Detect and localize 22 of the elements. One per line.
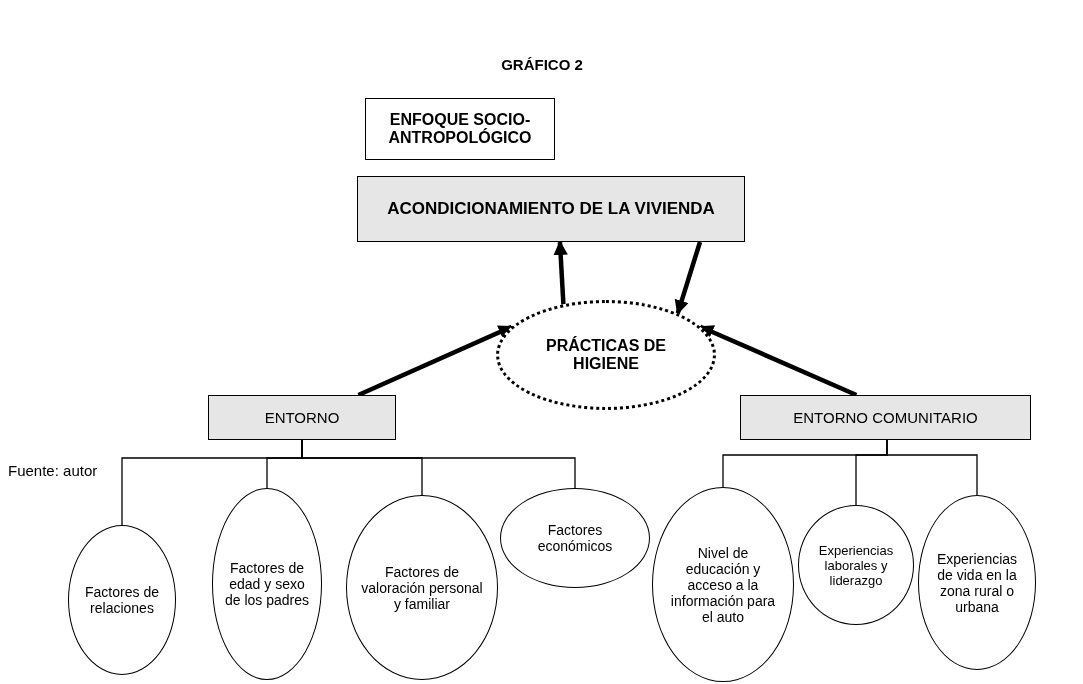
node-label: Factores de edad y sexo de los padres bbox=[223, 560, 311, 608]
node-label: Experiencias laborales y liderazgo bbox=[817, 542, 895, 588]
node-label: ENTORNO bbox=[264, 409, 340, 426]
node-label: ENTORNO COMUNITARIO bbox=[793, 409, 978, 426]
node-label: PRÁCTICAS DE HIGIENE bbox=[545, 337, 667, 373]
process-box bbox=[365, 98, 555, 160]
process-box bbox=[357, 176, 745, 242]
process-box bbox=[740, 395, 1031, 440]
connector-line bbox=[301, 439, 576, 489]
diagram-title: GRÁFICO 2 bbox=[500, 56, 584, 73]
process-box bbox=[208, 395, 396, 440]
node-label: Factores de relaciones bbox=[84, 584, 160, 616]
source-note: Fuente: autor bbox=[8, 462, 98, 479]
connector-line bbox=[886, 439, 978, 496]
node-label: Factores económicos bbox=[536, 522, 614, 554]
node-label: Nivel de educación y acceso a la información para el auto bbox=[669, 544, 777, 625]
node-label: Experiencias de vida en la zona rural o urbana bbox=[935, 550, 1019, 615]
node-label: Factores de valoración personal y familiar bbox=[361, 563, 483, 612]
node-label: ENFOQUE SOCIO-ANTROPOLÓGICO bbox=[387, 111, 533, 147]
node-label: ACONDICIONAMIENTO DE LA VIVIENDA bbox=[387, 199, 715, 219]
arrow bbox=[674, 241, 703, 315]
arrow bbox=[553, 240, 568, 305]
